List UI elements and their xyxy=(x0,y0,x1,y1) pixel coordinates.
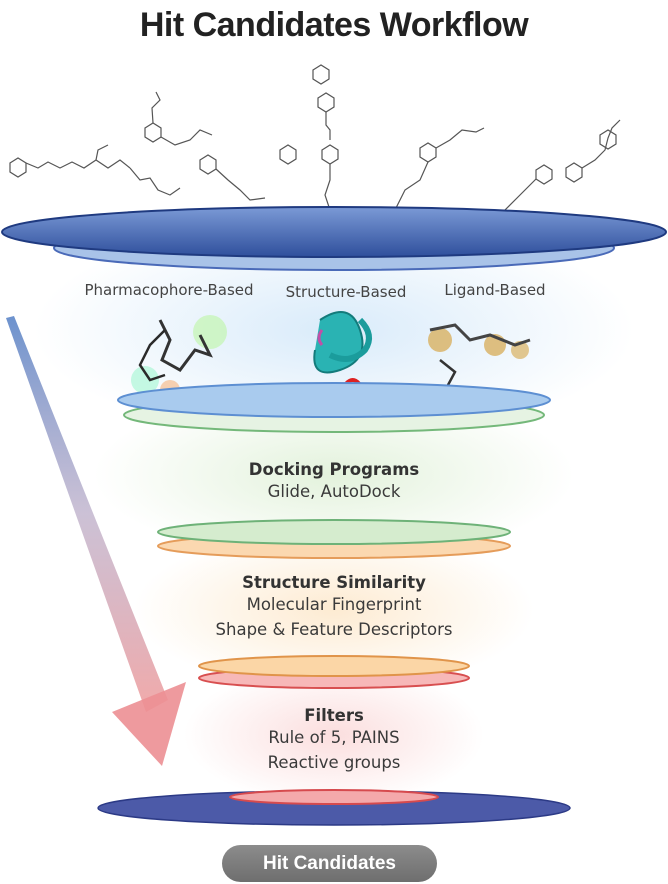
method-label-structure: Structure-Based xyxy=(285,283,407,301)
progression-arrow xyxy=(6,316,186,766)
stage-filters: Filters Rule of 5, PAINS Reactive groups xyxy=(0,706,668,775)
protein-structure-icon xyxy=(313,311,372,409)
similarity-band xyxy=(134,530,534,690)
orange-ring-2 xyxy=(198,655,470,677)
stage-heading: Filters xyxy=(304,706,364,725)
page-title: Hit Candidates Workflow xyxy=(139,6,529,44)
stage-heading: Structure Similarity xyxy=(242,573,426,592)
method-label-ligand: Ligand-Based xyxy=(444,281,546,299)
top-disc xyxy=(1,206,667,258)
stage-line: Rule of 5, PAINS xyxy=(268,728,400,747)
filters-band xyxy=(184,665,484,805)
method-label-pharmacophore: Pharmacophore-Based xyxy=(84,281,254,299)
docking-band xyxy=(94,390,574,560)
hit-candidates-badge: Hit Candidates xyxy=(222,845,437,882)
stage-line: Molecular Fingerprint xyxy=(246,595,422,614)
ligand-overlay-icon xyxy=(428,323,531,386)
green-ring-2 xyxy=(157,519,511,545)
stage-heading: Docking Programs xyxy=(248,460,420,479)
stage-similarity: Structure Similarity Molecular Fingerpri… xyxy=(0,573,668,642)
stage-line: Reactive groups xyxy=(267,753,401,772)
stage-line: Glide, AutoDock xyxy=(267,482,401,501)
blue-ring xyxy=(117,382,551,418)
stage-docking: Docking Programs Glide, AutoDock xyxy=(0,460,668,504)
stage-line: Shape & Feature Descriptors xyxy=(215,620,453,639)
red-ring-2 xyxy=(229,789,439,805)
